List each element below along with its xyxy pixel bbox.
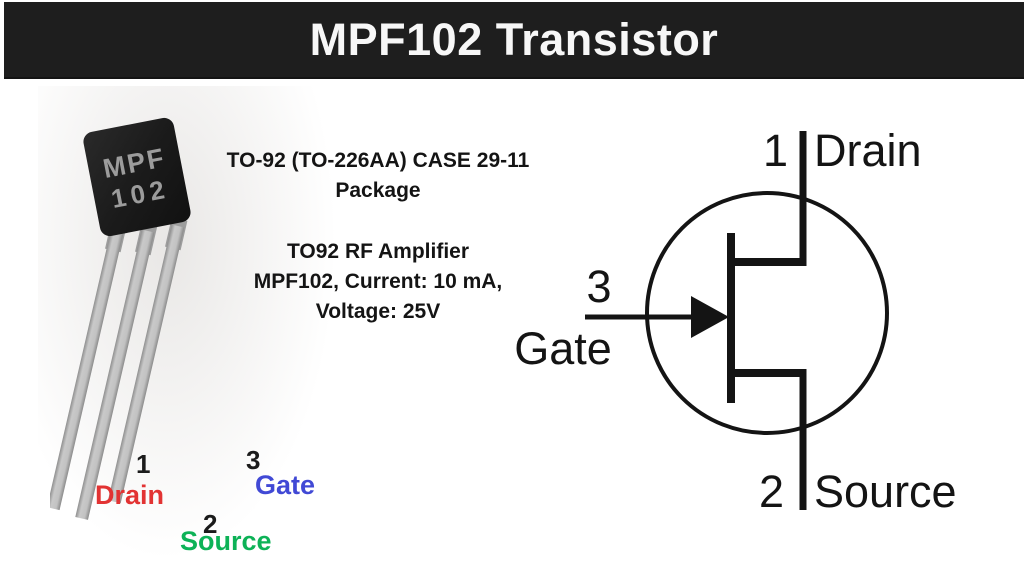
photo-pin1-number: 1 [136,449,151,479]
photo-pin3-number: 3 [246,445,261,475]
description-block: TO-92 (TO-226AA) CASE 29-11 Package TO92… [198,146,558,327]
description-line-type: TO92 RF Amplifier [286,240,470,263]
schematic-pin1-label-drain: Drain [814,125,922,176]
package-body: MPF 102 [83,117,191,237]
symbol-lines [585,131,889,510]
jfet-schematic-diagram: 1 Drain 3 Gate 2 Source [514,125,957,517]
gate-arrow-icon [691,296,729,338]
schematic-pin3-number: 3 [586,261,611,312]
photo-pin2-label-source: Source [180,526,272,556]
photo-pin1-label-drain: Drain [95,480,165,510]
schematic-pin3-label-gate: Gate [514,323,612,374]
page-title: MPF102 Transistor [309,13,719,65]
description-line-package: Package [335,179,421,202]
description-line-current: MPF102, Current: 10 mA, [253,270,503,293]
symbol-circle-outline [645,191,889,435]
photo-pin3-label-gate: Gate [255,470,316,500]
schematic-pin2-label-source: Source [814,466,957,517]
package-leg-source [75,222,158,520]
package-leg-gate [108,217,188,504]
description-line-voltage: Voltage: 25V [315,300,441,323]
schematic-pin2-number: 2 [759,466,784,517]
schematic-pin1-number: 1 [763,125,788,176]
description-line-case: TO-92 (TO-226AA) CASE 29-11 [226,149,530,172]
transistor-photo: MPF 102 [50,117,191,520]
title-bar: MPF102 Transistor [4,2,1024,79]
photo-pin2-number: 2 [203,509,218,539]
